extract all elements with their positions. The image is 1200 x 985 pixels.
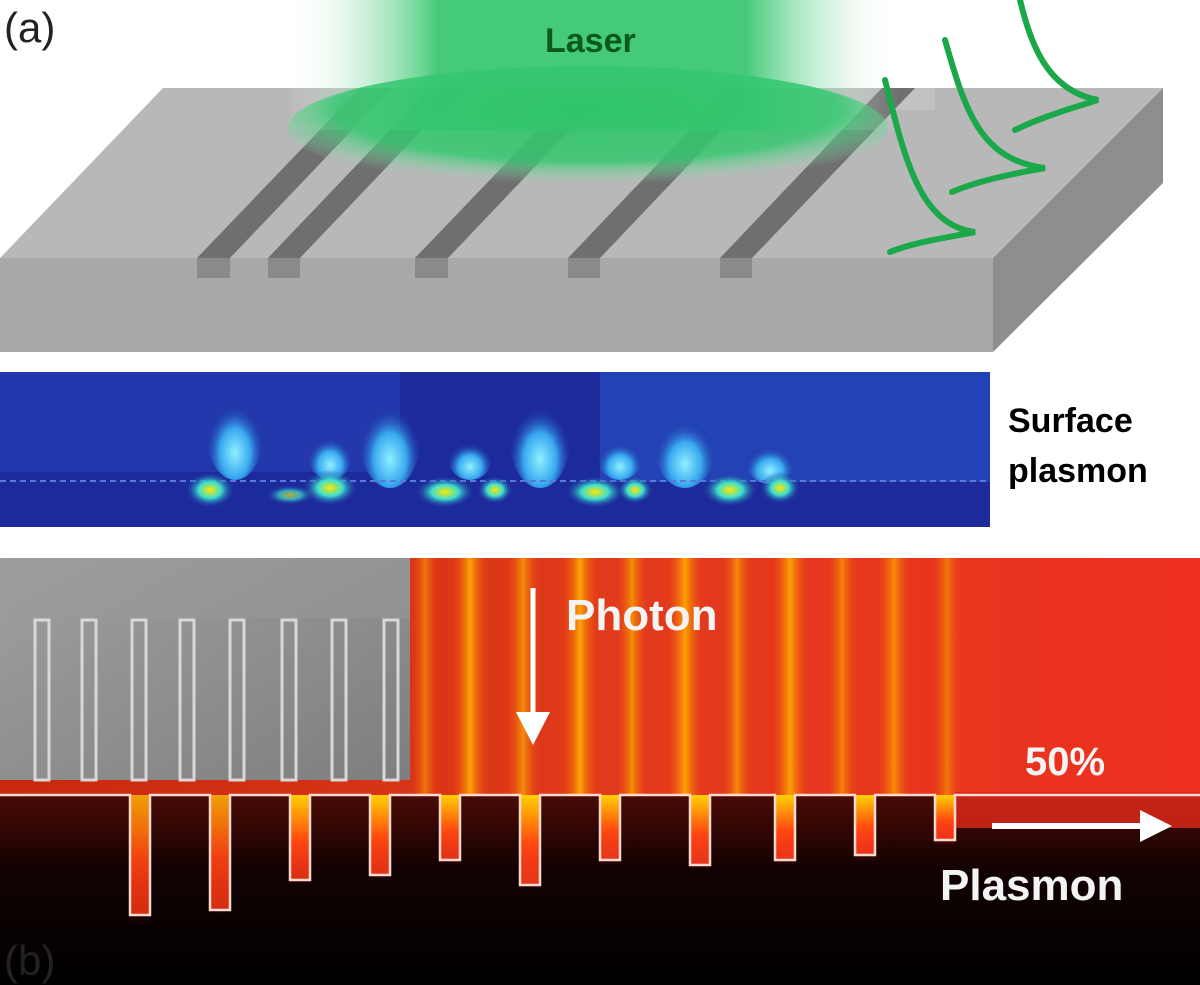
plasmon-label: Plasmon — [940, 861, 1123, 910]
field-hotspot — [302, 470, 358, 506]
field-hotspot — [565, 476, 625, 508]
field-hotspot — [185, 472, 235, 508]
field-hotspot — [702, 473, 758, 507]
field-lobe — [655, 408, 715, 488]
grating-profile-outline — [0, 793, 1200, 917]
sem-grating-lines — [33, 618, 400, 782]
photon-arrow — [516, 588, 550, 745]
surface-plasmon-field-map — [0, 372, 990, 527]
laser-beam — [285, 0, 900, 190]
slab-front-face — [0, 258, 993, 352]
field-lobe — [360, 392, 420, 488]
field-lobe — [207, 390, 263, 480]
panel-b-label: (b) — [4, 937, 55, 984]
surface-plasmon-label-line1: Surface — [1008, 402, 1133, 440]
field-lobe — [510, 392, 570, 488]
wave-curve — [1012, 0, 1099, 133]
sem-inset-image — [0, 558, 410, 782]
surface-plasmon-label-line2: plasmon — [1008, 452, 1148, 490]
efficiency-label: 50% — [1025, 740, 1105, 784]
plasmon-arrow — [992, 810, 1172, 842]
surface-waves — [882, 0, 1099, 255]
field-hotspot — [415, 476, 475, 508]
wave-curve — [942, 37, 1046, 195]
photon-label: Photon — [566, 591, 718, 640]
metal-film — [0, 795, 1200, 985]
wave-curve — [882, 77, 976, 255]
laser-spot — [288, 66, 888, 190]
panel-a-label: (a) — [4, 4, 55, 51]
laser-label: Laser — [545, 22, 636, 60]
slab-side-face — [993, 88, 1163, 352]
intensity-beams — [410, 558, 964, 798]
